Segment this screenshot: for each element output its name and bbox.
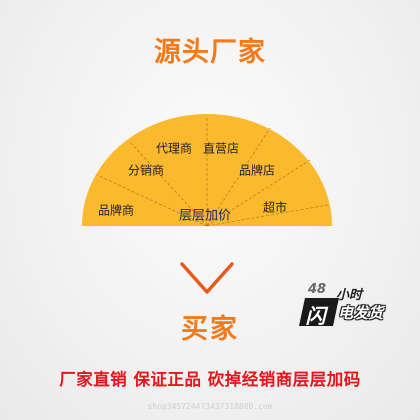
shipping-logo: 48 闪 小时 电发货 <box>299 282 408 328</box>
center-markup-label: 层层加价 <box>178 208 232 224</box>
source-factory-title: 源头厂家 <box>154 37 266 68</box>
channel-agent: 代理商 <box>155 141 193 156</box>
buyer-title: 买家 <box>181 314 239 345</box>
logo-number: 48 <box>308 282 327 297</box>
logo-line-2: 电发货 <box>338 304 384 322</box>
arrow-head <box>180 262 234 294</box>
watermark-text: shop345724473437318880.com <box>147 402 273 411</box>
channel-distributor: 分销商 <box>127 163 165 178</box>
logo-badge-text: 闪 <box>305 304 326 328</box>
logo-line-1: 小时 <box>336 288 363 303</box>
channel-brand-owner: 品牌商 <box>97 203 135 218</box>
channel-brand-store: 品牌店 <box>238 163 276 178</box>
slogan-text: 厂家直销 保证正品 砍掉经销商层层加码 <box>59 370 361 389</box>
channel-direct-store: 直营店 <box>202 141 240 156</box>
channel-supermarket: 超市 <box>262 200 288 215</box>
logo-badge: 闪 <box>299 298 339 328</box>
sector-dividers <box>96 116 329 227</box>
